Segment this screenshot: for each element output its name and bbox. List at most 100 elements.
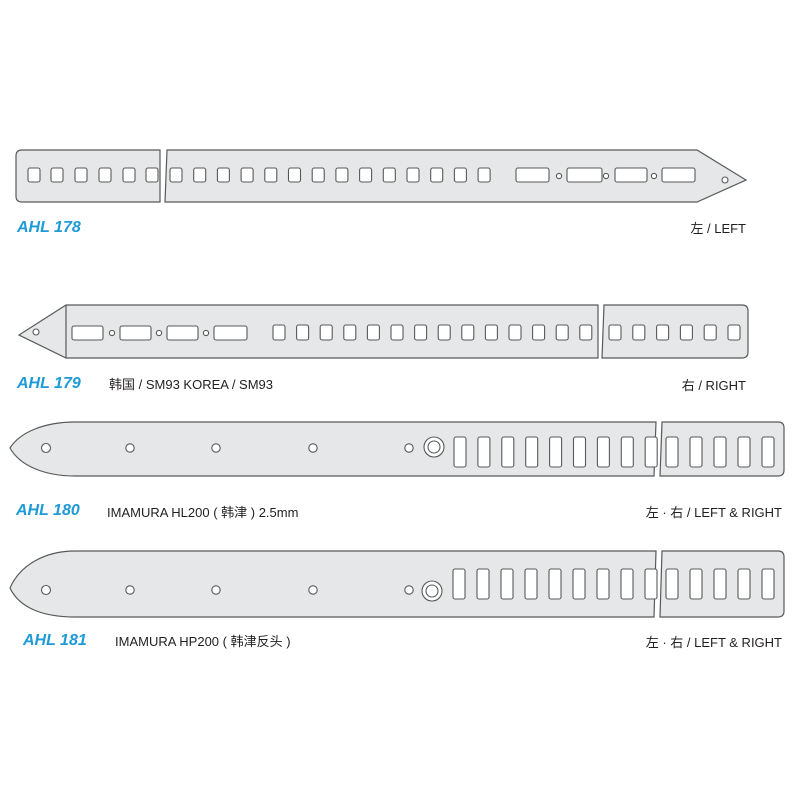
rivet-hole — [404, 585, 414, 595]
vertical-slot — [644, 568, 658, 600]
adjuster-eyelet — [425, 584, 439, 598]
square-slot — [98, 167, 112, 183]
rivet-hole — [211, 443, 221, 453]
vertical-slot — [452, 568, 466, 600]
square-slot — [414, 324, 428, 341]
rivet-hole — [125, 443, 135, 453]
rivet-hole — [40, 442, 52, 454]
square-slot — [169, 167, 183, 183]
vertical-slot — [761, 568, 775, 600]
oblong-slot — [614, 167, 648, 183]
strap-ahl-180 — [9, 421, 785, 477]
square-slot — [335, 167, 349, 183]
vertical-slot — [620, 436, 634, 468]
oblong-slot — [213, 325, 248, 341]
square-slot — [359, 167, 373, 183]
rivet-hole — [211, 585, 221, 595]
vertical-slot — [572, 436, 587, 468]
square-slot — [296, 324, 310, 341]
part-code-ahl-180: AHL 180 — [16, 502, 80, 519]
vertical-slot — [689, 568, 703, 600]
vertical-slot — [620, 568, 634, 600]
side-label-ahl-181: 左 · 右 / LEFT & RIGHT — [645, 635, 782, 650]
oblong-slot — [566, 167, 603, 183]
square-slot — [366, 324, 380, 341]
vertical-slot — [737, 436, 751, 468]
square-slot — [382, 167, 396, 183]
vertical-slot — [737, 568, 751, 600]
strap-ahl-179-end-section — [601, 304, 749, 359]
square-slot — [390, 324, 404, 341]
square-slot — [272, 324, 286, 341]
square-slot — [555, 324, 569, 341]
side-label-ahl-179: 右 / RIGHT — [681, 378, 746, 393]
strap-ahl-181 — [9, 550, 785, 618]
square-slot — [287, 167, 302, 183]
square-slot — [532, 324, 546, 341]
rivet-hole — [40, 584, 52, 596]
pin-hole — [202, 329, 210, 337]
square-slot — [145, 167, 159, 183]
pin-hole — [650, 172, 658, 180]
square-slot — [579, 324, 593, 341]
square-slot — [50, 167, 64, 183]
oblong-slot — [119, 325, 152, 341]
vertical-slot — [761, 436, 775, 468]
square-slot — [703, 324, 717, 341]
square-slot — [632, 324, 646, 341]
vertical-slot — [644, 436, 658, 468]
part-description-ahl-180: IMAMURA HL200 ( 韩津 ) 2.5mm — [107, 505, 299, 520]
vertical-slot — [572, 568, 586, 600]
square-slot — [461, 324, 475, 341]
vertical-slot — [500, 568, 514, 600]
rivet-hole — [308, 585, 318, 595]
vertical-slot — [713, 568, 727, 600]
oblong-slot — [515, 167, 550, 183]
square-slot — [27, 167, 41, 183]
strap-ahl-181-main-section — [9, 550, 657, 618]
square-slot — [264, 167, 278, 183]
rivet-hole — [308, 443, 318, 453]
strap-ahl-178 — [15, 149, 748, 203]
part-description-ahl-179: 韩国 / SM93 KOREA / SM93 — [109, 377, 273, 392]
vertical-slot — [713, 436, 727, 468]
square-slot — [74, 167, 88, 183]
vertical-slot — [524, 568, 538, 600]
square-slot — [319, 324, 333, 341]
vertical-slot — [549, 436, 563, 468]
square-slot — [406, 167, 420, 183]
square-slot — [508, 324, 522, 341]
oblong-slot — [166, 325, 199, 341]
vertical-slot — [665, 436, 679, 468]
square-slot — [656, 324, 670, 341]
adjuster-eyelet — [427, 440, 441, 454]
rivet-hole — [721, 176, 729, 184]
pin-hole — [108, 329, 116, 337]
square-slot — [608, 324, 622, 341]
vertical-slot — [689, 436, 703, 468]
vertical-slot — [476, 568, 490, 600]
strap-ahl-180-main-section — [9, 421, 657, 477]
square-slot — [430, 167, 444, 183]
vertical-slot — [596, 568, 610, 600]
part-description-ahl-181: IMAMURA HP200 ( 韩津反头 ) — [115, 634, 291, 649]
square-slot — [484, 324, 498, 341]
pin-hole — [602, 172, 610, 180]
side-label-ahl-178: 左 / LEFT — [690, 221, 746, 236]
vertical-slot — [477, 436, 491, 468]
strap-ahl-179 — [17, 304, 749, 359]
strap-ahl-178-left-section — [15, 149, 161, 203]
square-slot — [343, 324, 357, 341]
oblong-slot — [661, 167, 696, 183]
square-slot — [727, 324, 741, 341]
side-label-ahl-180: 左 · 右 / LEFT & RIGHT — [645, 505, 782, 520]
square-slot — [193, 167, 207, 183]
vertical-slot — [501, 436, 515, 468]
square-slot — [240, 167, 254, 183]
vertical-slot — [453, 436, 467, 468]
part-code-ahl-179: AHL 179 — [17, 375, 81, 392]
rivet-hole — [125, 585, 135, 595]
square-slot — [453, 167, 467, 183]
vertical-slot — [548, 568, 562, 600]
